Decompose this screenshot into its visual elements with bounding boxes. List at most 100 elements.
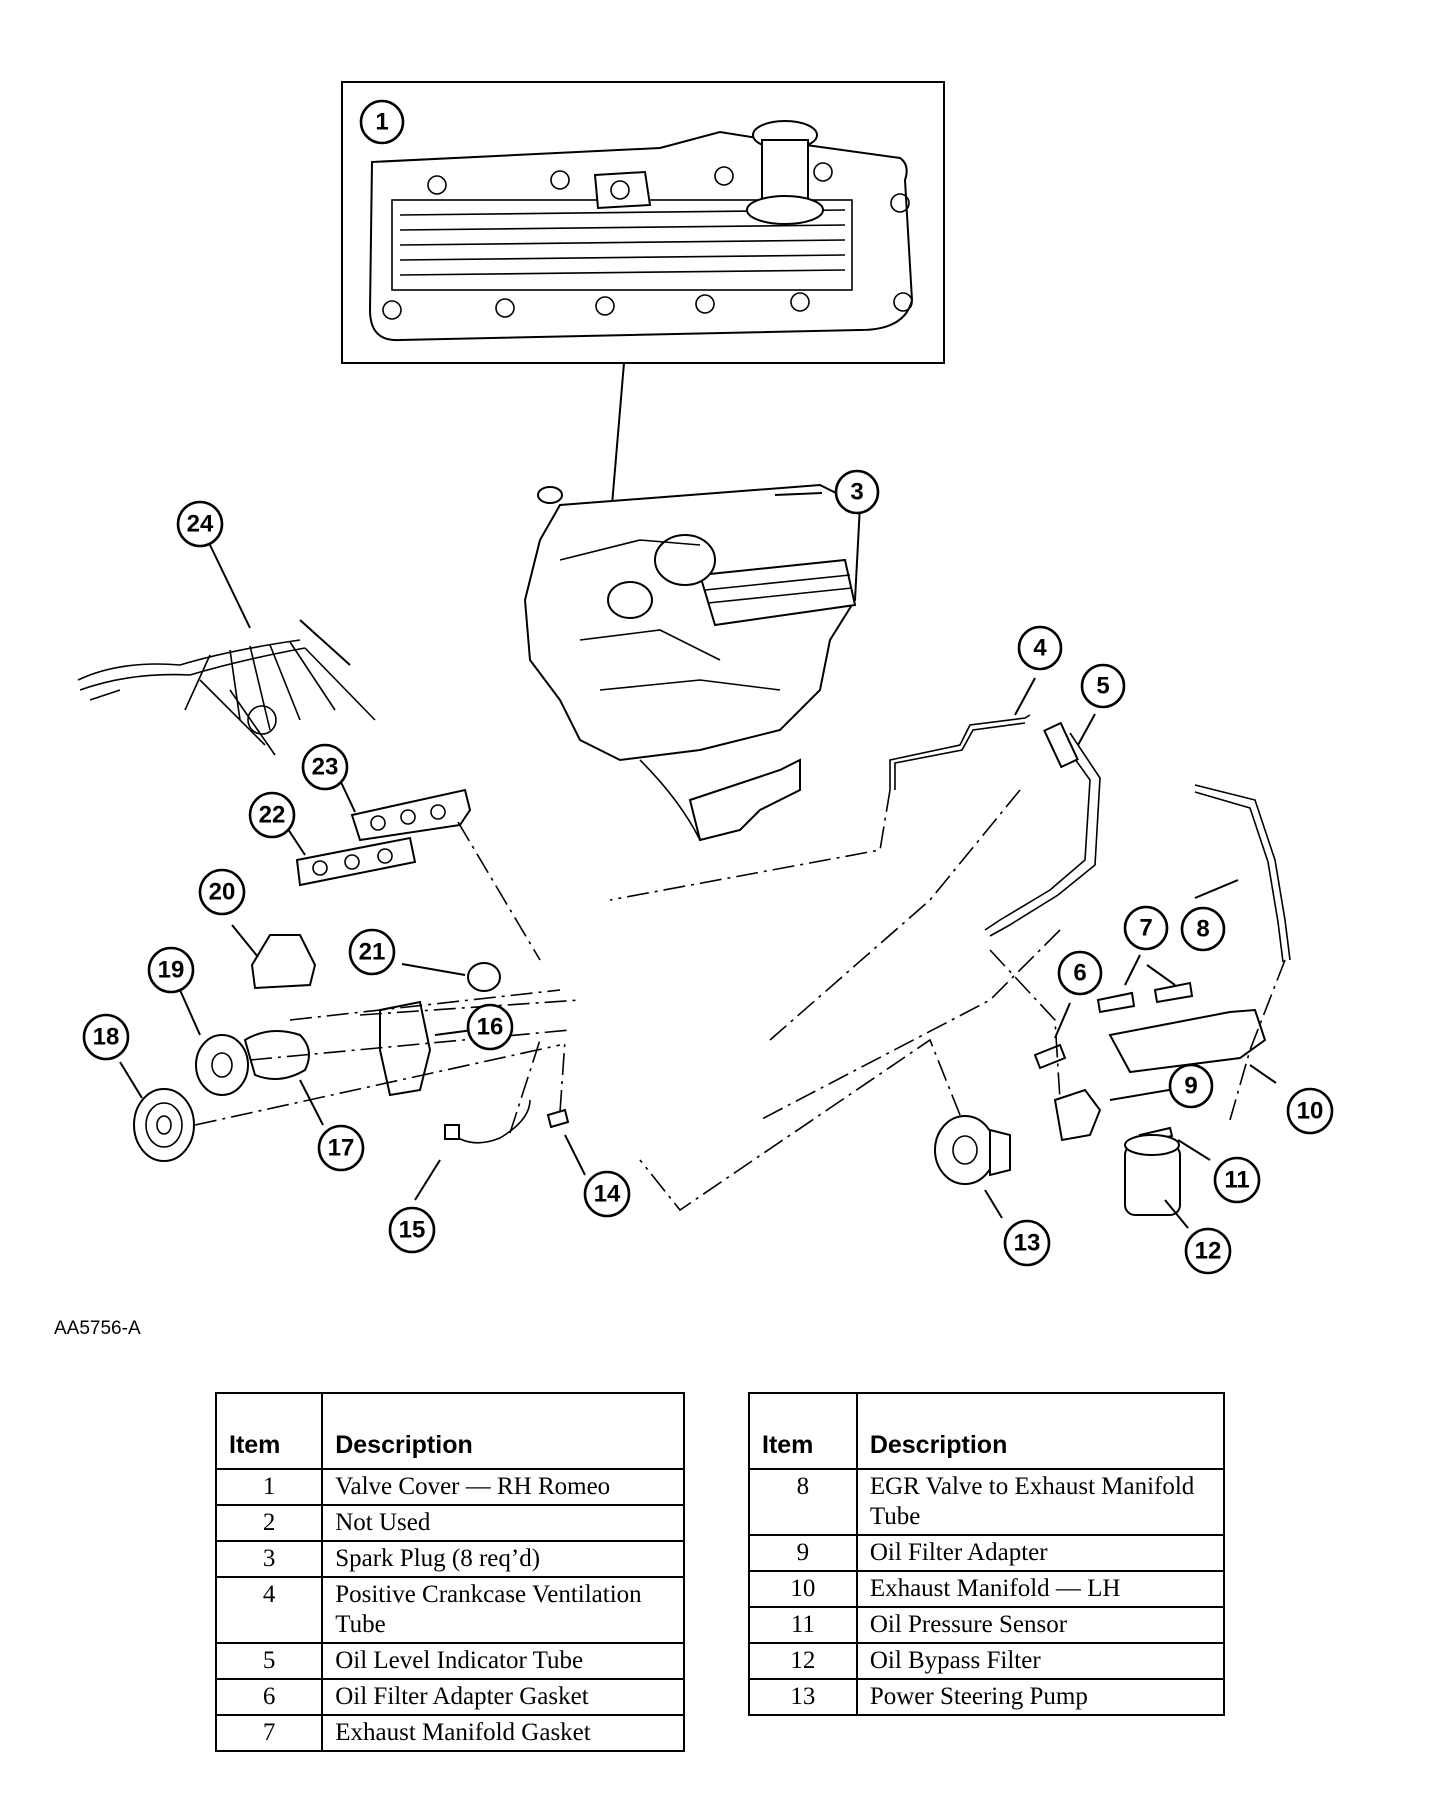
item-number: 2 (214, 1504, 324, 1542)
water-pump-shape (243, 1030, 310, 1080)
pcv-tube-shape (889, 714, 1031, 790)
item-description: EGR Valve to Exhaust Manifold Tube (855, 1468, 1226, 1536)
svg-text:3: 3 (850, 479, 863, 506)
item-number: 5 (214, 1642, 324, 1680)
callout-22: 22 (248, 791, 296, 839)
callout-6: 6 (1057, 950, 1103, 996)
item-description: Oil Bypass Filter (855, 1642, 1226, 1680)
item-description: Oil Pressure Sensor (855, 1606, 1226, 1644)
oil-filter-gasket-shape (1033, 1043, 1067, 1070)
item-number: 10 (748, 1570, 858, 1608)
part-14-shape (546, 1108, 570, 1129)
description-column-header: Description (321, 1392, 685, 1470)
item-number: 9 (748, 1534, 858, 1572)
item-number: 8 (748, 1468, 858, 1536)
svg-text:8: 8 (1196, 916, 1209, 943)
sensor-15-shape (449, 1099, 531, 1144)
svg-text:7: 7 (1139, 915, 1152, 942)
callout-12: 12 (1184, 1227, 1232, 1275)
item-number: 13 (748, 1678, 858, 1716)
svg-text:14: 14 (594, 1181, 621, 1208)
engine-assembly (523, 483, 862, 842)
item-number: 6 (214, 1678, 324, 1716)
svg-text:10: 10 (1297, 1098, 1324, 1125)
svg-text:20: 20 (209, 879, 236, 906)
callout-3: 3 (834, 469, 880, 515)
item-description: Valve Cover — RH Romeo (321, 1468, 685, 1506)
crank-pulley-shape (133, 1088, 195, 1162)
svg-text:4: 4 (1033, 635, 1047, 662)
item-description: Oil Filter Adapter Gasket (321, 1678, 685, 1716)
callout-18: 18 (82, 1013, 130, 1061)
callout-24: 24 (176, 500, 224, 548)
callout-17: 17 (317, 1124, 365, 1172)
item-description: Spark Plug (8 req’d) (321, 1540, 685, 1578)
callout-19: 19 (147, 946, 195, 994)
svg-text:13: 13 (1014, 1230, 1041, 1257)
svg-text:1: 1 (375, 109, 388, 136)
water-pump-pulley-shape (195, 1034, 249, 1096)
item-description: Power Steering Pump (855, 1678, 1226, 1716)
callout-4: 4 (1017, 625, 1063, 671)
svg-text:9: 9 (1184, 1073, 1197, 1100)
callout-23: 23 (301, 743, 349, 791)
item-description: Exhaust Manifold Gasket (321, 1714, 685, 1752)
callout-11: 11 (1213, 1156, 1261, 1204)
item-description: Not Used (321, 1504, 685, 1542)
item-column-header: Item (748, 1392, 858, 1470)
oil-filter-adapter-shape (1053, 1088, 1102, 1142)
callout-10: 10 (1286, 1087, 1334, 1135)
svg-text:21: 21 (359, 939, 386, 966)
svg-text:12: 12 (1195, 1238, 1222, 1265)
idler-pulley-shape (467, 962, 501, 992)
power-steering-pump-shape (934, 1115, 996, 1185)
spark-plug-wire-harness (77, 639, 376, 756)
item-number: 7 (214, 1714, 324, 1752)
svg-text:18: 18 (93, 1024, 120, 1051)
callout-21: 21 (348, 928, 396, 976)
item-number: 4 (214, 1576, 324, 1644)
legend-header-row: Item Description (214, 1392, 685, 1470)
svg-text:16: 16 (477, 1014, 504, 1041)
callout-1: 1 (359, 99, 405, 145)
exhaust-manifold-gaskets (1096, 981, 1194, 1014)
description-column-header: Description (855, 1392, 1226, 1470)
assembly-lines (194, 789, 1286, 1212)
callout-13: 13 (1003, 1219, 1051, 1267)
item-description: Oil Level Indicator Tube (321, 1642, 685, 1680)
svg-text:5: 5 (1096, 673, 1109, 700)
figure-id: AA5756-A (54, 1318, 141, 1339)
callout-5: 5 (1080, 663, 1126, 709)
item-number: 12 (748, 1642, 858, 1680)
svg-text:17: 17 (328, 1135, 355, 1162)
callout-16: 16 (466, 1003, 514, 1051)
callout-14: 14 (583, 1170, 631, 1218)
item-description: Exhaust Manifold — LH (855, 1570, 1226, 1608)
item-number: 11 (748, 1606, 858, 1644)
oil-level-tube-shape (984, 737, 1091, 931)
svg-text:23: 23 (312, 754, 339, 781)
callout-8: 8 (1180, 906, 1226, 952)
callout-7: 7 (1123, 905, 1169, 951)
item-description: Oil Filter Adapter (855, 1534, 1226, 1572)
callout-20: 20 (198, 868, 246, 916)
item-description: Positive Crankcase Ventilation Tube (321, 1576, 685, 1644)
svg-text:22: 22 (259, 802, 286, 829)
item-number: 1 (214, 1468, 324, 1506)
engine-exploded-diagram: 1 3 4 5 6 7 8 9 10 11 12 13 14 15 16 17 … (77, 81, 1334, 1275)
svg-text:19: 19 (158, 957, 185, 984)
